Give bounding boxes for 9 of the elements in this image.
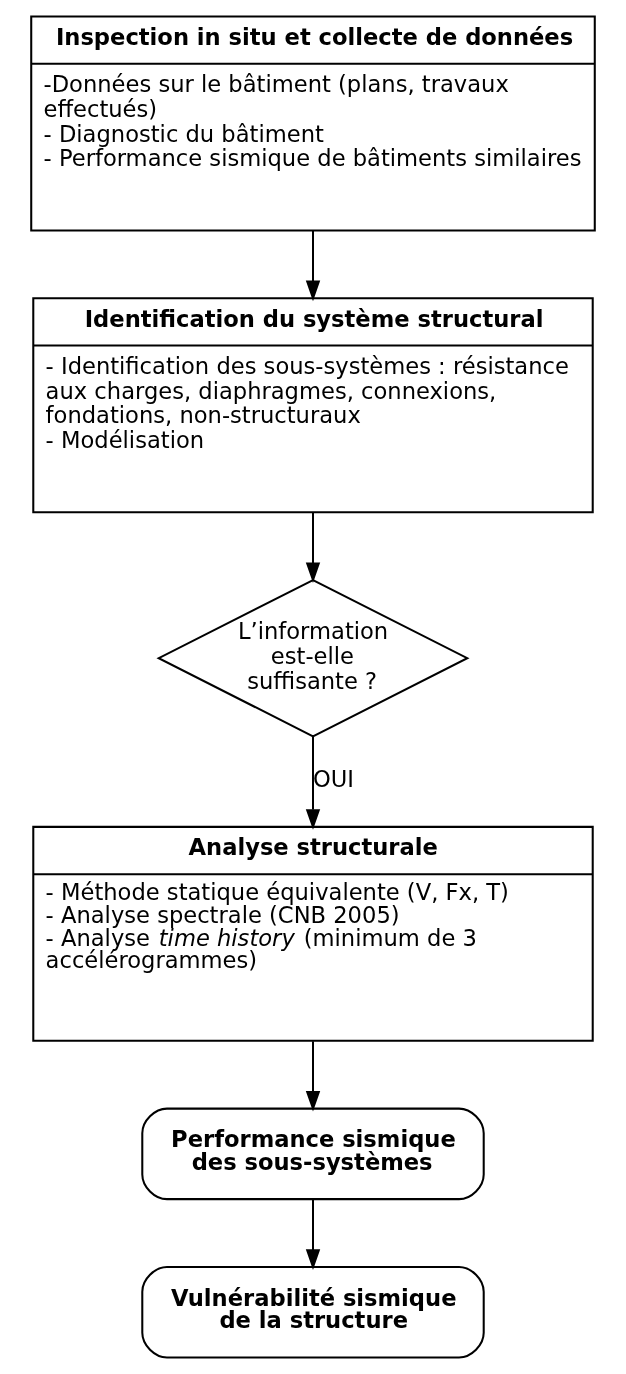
arrow [305,1199,321,1270]
node-box: Performance sismique des sous-systèmes [141,1107,485,1201]
arrow [305,230,321,302]
arrow [305,512,321,583]
node-box: Vulnérabilité sismique de la structure [141,1265,485,1359]
arrow [305,736,321,830]
arrow [305,1041,321,1112]
edge-label: OUI [313,766,355,793]
node-diamond: L’information est-elle suffisante ? [156,578,470,738]
